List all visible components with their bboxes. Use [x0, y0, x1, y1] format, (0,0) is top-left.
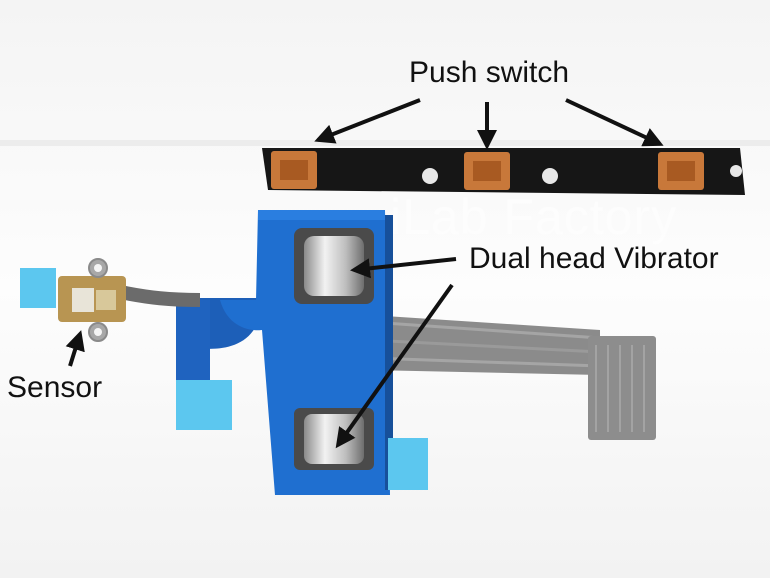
sensor-module	[58, 258, 126, 342]
gray-flex-cable	[369, 315, 656, 440]
watermark-text: iLab Factory	[390, 189, 678, 245]
sensor-cable	[118, 285, 201, 307]
vibrator-head-top	[294, 228, 374, 304]
push-switch-label: Push switch	[409, 56, 570, 89]
gray-connector	[588, 336, 656, 440]
tray-shadow	[0, 140, 770, 146]
arrow-push-right	[565, 98, 664, 147]
annotation-arrows	[65, 98, 664, 449]
arrow-sensor	[65, 330, 85, 367]
tape-left	[20, 268, 56, 308]
arrow-push-left	[314, 98, 421, 144]
vibrator-head-bottom	[294, 408, 374, 470]
arrow-vibrator-bottom	[335, 283, 454, 449]
dual-head-vibrator-label: Dual head Vibrator	[469, 242, 719, 275]
sensor-label: Sensor	[7, 371, 103, 404]
tape-bottom-left	[176, 380, 232, 430]
arrow-vibrator-top	[350, 257, 457, 279]
push-switch-strip	[262, 148, 745, 195]
tape-bottom-right	[388, 438, 428, 490]
